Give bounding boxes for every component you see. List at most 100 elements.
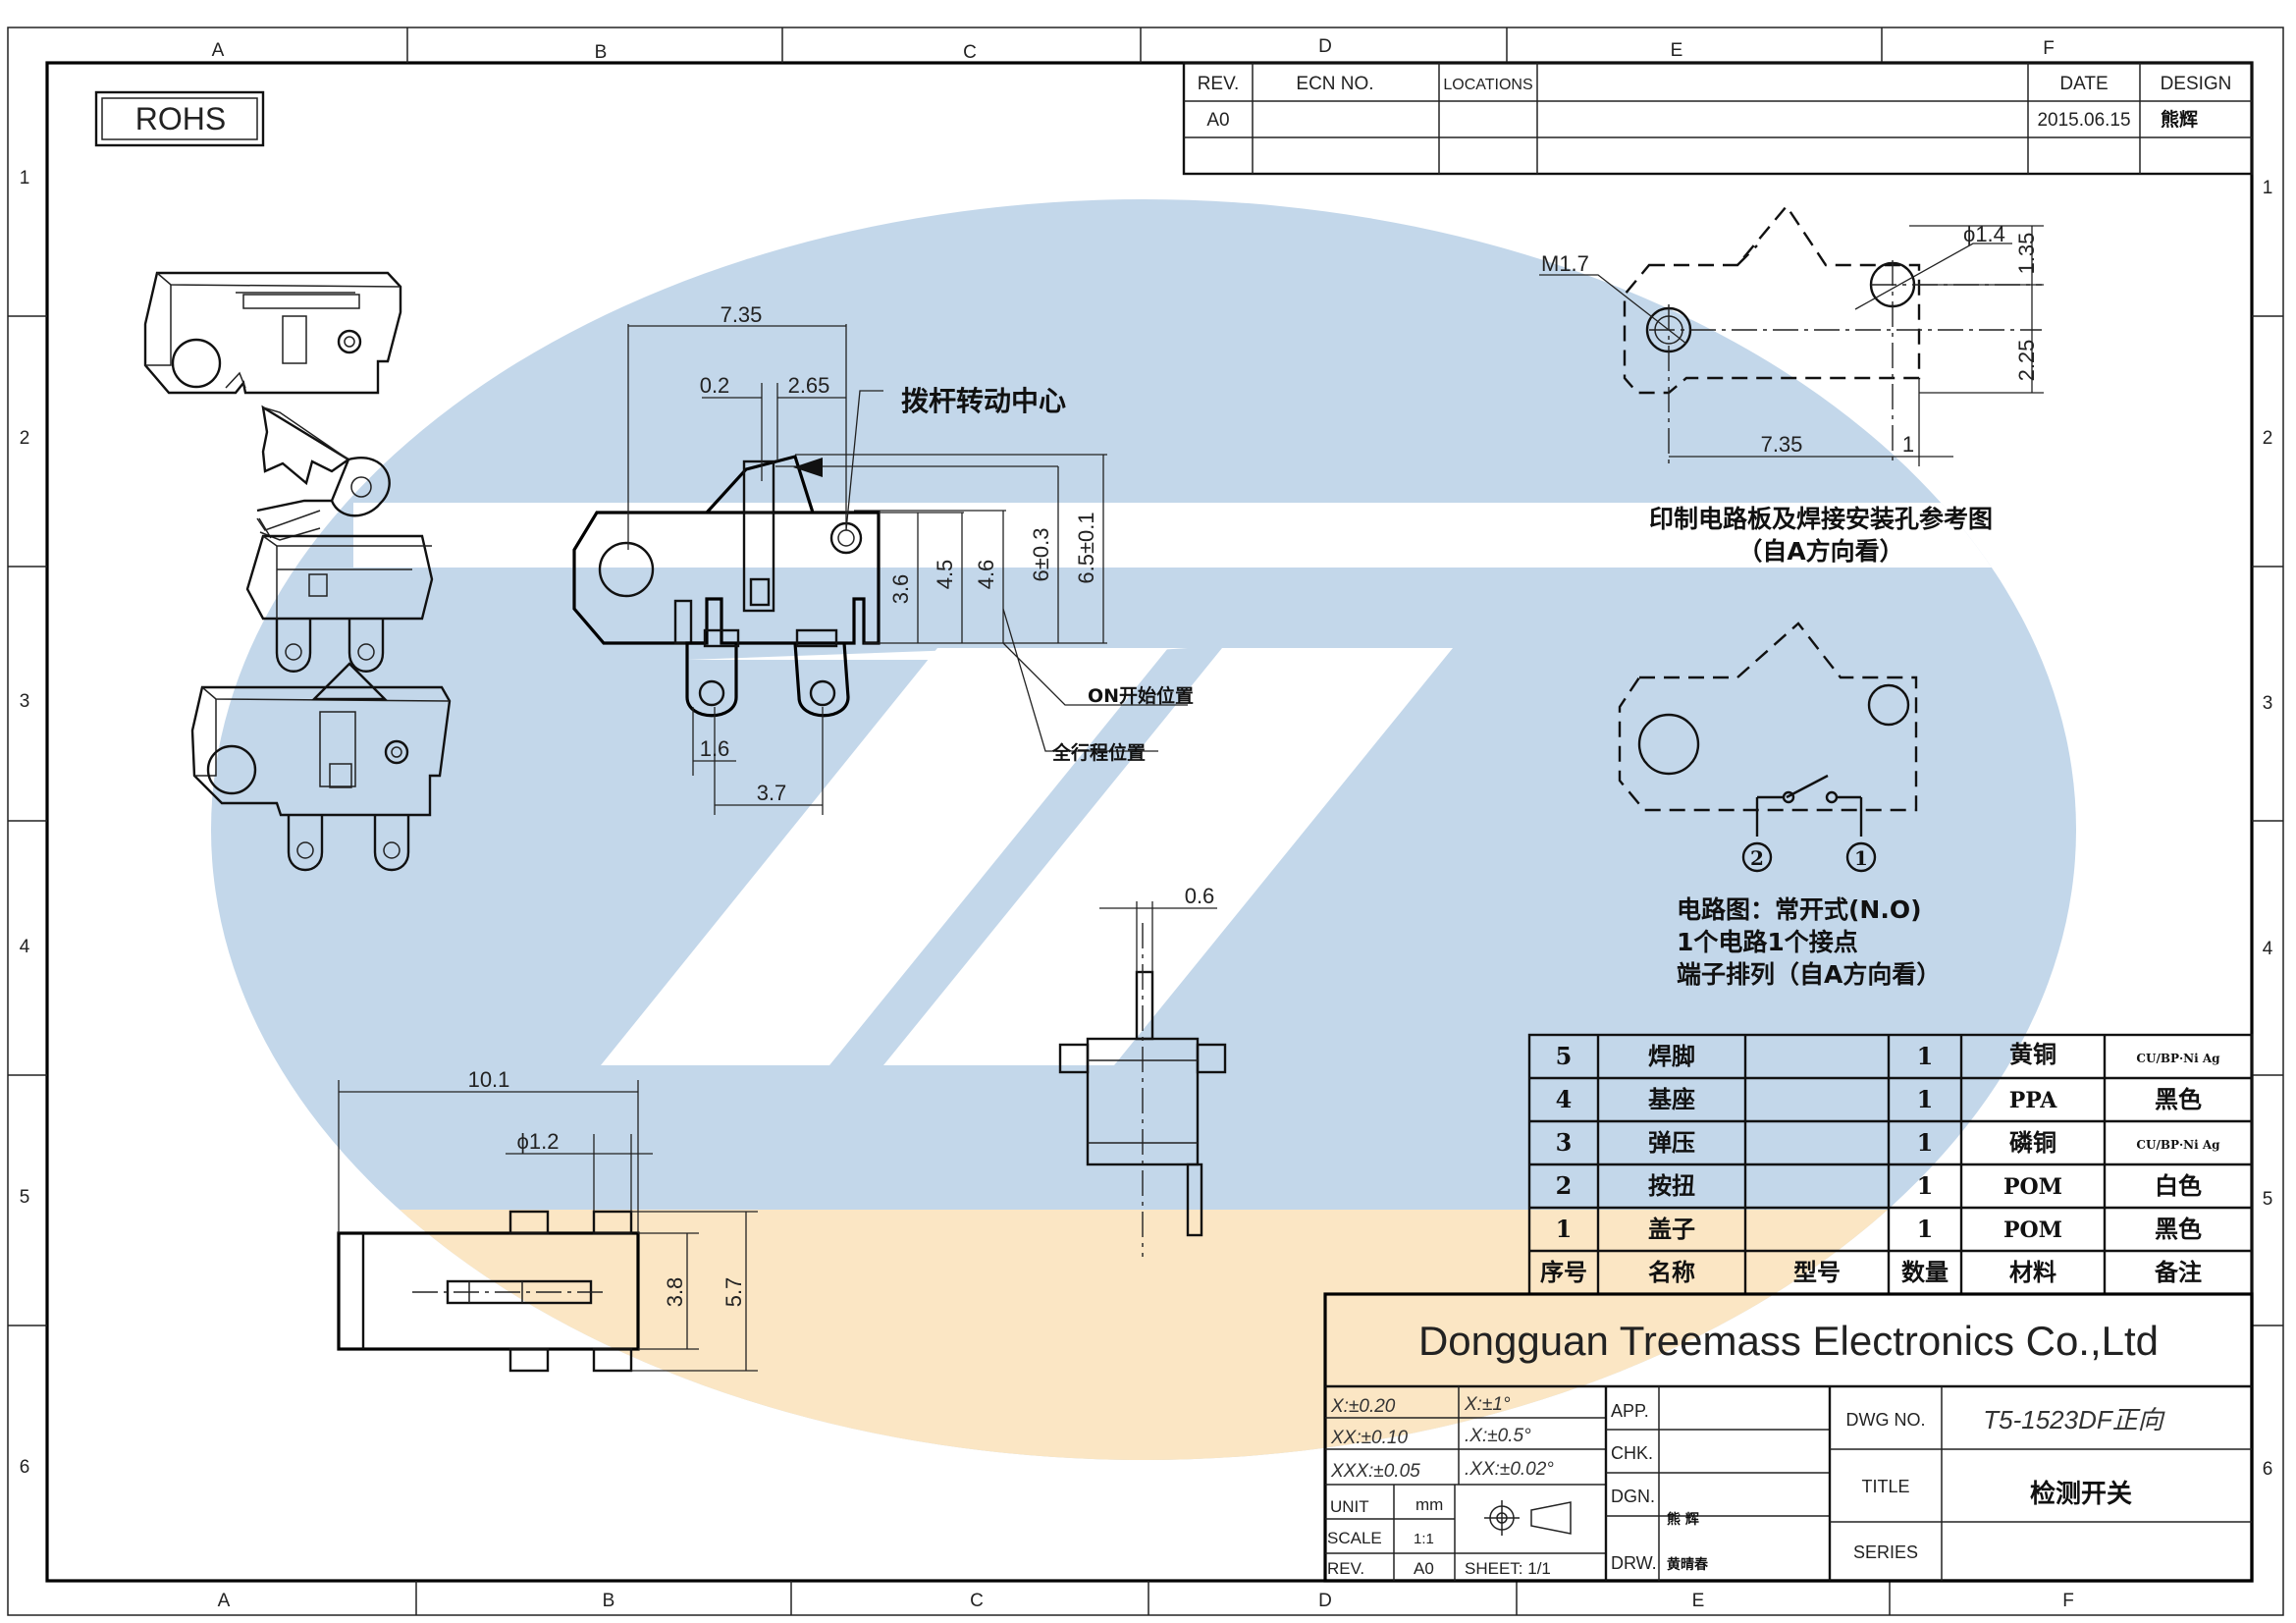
bom-row1-material: POM — [2003, 1217, 2062, 1243]
dwg-no-value: T5-1523DF正向 — [1983, 1405, 2164, 1434]
dim-6-tol: 6±0.3 — [1029, 528, 1053, 582]
bom-row2-material: POM — [2003, 1174, 2062, 1200]
bom-row3-qty: 1 — [1917, 1128, 1934, 1157]
bom-header-name: 名称 — [1648, 1259, 1695, 1286]
zone-labels: A B C D E F A B C D E F 1 2 3 4 5 6 1 2 … — [20, 36, 2273, 1611]
side-view: 0.6 — [1058, 884, 1227, 1257]
bom-header-model: 型号 — [1793, 1259, 1841, 1286]
circuit-caption-line1: 电路图：常开式(N.O) — [1677, 895, 1922, 924]
bom-row4-material: PPA — [2009, 1088, 2057, 1113]
dim-0-6: 0.6 — [1185, 884, 1215, 908]
bom-header-material: 材料 — [2009, 1259, 2056, 1286]
zone-col-top-f: F — [2043, 38, 2055, 59]
dwg-no-label: DWG NO. — [1846, 1410, 1926, 1430]
projection-symbol-icon — [1484, 1500, 1572, 1536]
pcb-caption-line1: 印制电路板及焊接安装孔参考图 — [1649, 505, 1993, 533]
dim-4-5: 4.5 — [933, 560, 957, 590]
dim-2-65: 2.65 — [788, 373, 830, 398]
rev-header-rev: REV. — [1198, 74, 1240, 94]
bom-row1-name: 盖子 — [1648, 1216, 1695, 1243]
rohs-stamp: ROHS — [94, 90, 265, 147]
bom-row3-no: 3 — [1556, 1128, 1573, 1157]
terminal-2-label: 2 — [1750, 846, 1764, 870]
drw-label: DRW. — [1611, 1553, 1657, 1573]
zone-row-right-6: 6 — [2263, 1459, 2273, 1480]
dim-4-6: 4.6 — [974, 560, 998, 590]
terminal-1-label: 1 — [1854, 846, 1868, 870]
circuit-view: 2 1 电路图：常开式(N.O) 1个电路1个接点 端子排列（自A方向看） — [1618, 622, 1941, 989]
dim-1-6: 1.6 — [700, 736, 730, 761]
dim-5-7: 5.7 — [721, 1277, 746, 1308]
bom-row2-name: 按扭 — [1648, 1172, 1695, 1200]
zone-row-left-6: 6 — [20, 1457, 30, 1478]
bom-row4-note: 黑色 — [2155, 1086, 2202, 1113]
zone-col-bottom-e: E — [1692, 1591, 1705, 1611]
zone-col-bottom-b: B — [603, 1591, 615, 1611]
pcb-caption-line2: （自A方向看） — [1737, 537, 1903, 566]
dim-width-7-35: 7.35 — [721, 302, 763, 327]
on-start-position-label: ON开始位置 — [1088, 684, 1194, 707]
scale-value: 1:1 — [1414, 1531, 1434, 1547]
front-view: 7.35 0.2 2.65 3.6 4.5 4.6 6±0.3 6.5±0.1 … — [572, 302, 1194, 815]
zone-row-left-1: 1 — [20, 168, 30, 189]
series-label: SERIES — [1853, 1542, 1918, 1562]
dim-pcb-7-35: 7.35 — [1761, 432, 1803, 457]
zone-col-top-a: A — [212, 40, 225, 61]
circuit-caption-line2: 1个电路1个接点 — [1677, 928, 1858, 956]
tol-angle-2: .X:±0.5° — [1465, 1426, 1531, 1446]
dim-phi-1-4: ϕ1.4 — [1963, 222, 2005, 246]
bom-row1-note: 黑色 — [2155, 1216, 2202, 1243]
bom-header-qty: 数量 — [1901, 1259, 1949, 1286]
zone-row-left-5: 5 — [20, 1187, 30, 1208]
rev-row-design: 熊辉 — [2161, 108, 2198, 131]
sheet-value: SHEET: 1/1 — [1465, 1559, 1551, 1578]
zone-col-top-c: C — [963, 42, 977, 63]
dgn-name: 熊 辉 — [1667, 1511, 1699, 1528]
bom-row2-note: 白色 — [2155, 1172, 2202, 1200]
bom-row4-qty: 1 — [1917, 1085, 1934, 1113]
title-label: TITLE — [1861, 1477, 1909, 1496]
unit-label: UNIT — [1330, 1497, 1369, 1516]
tol-linear-1: X:±0.20 — [1330, 1396, 1396, 1417]
dim-1-35: 1.35 — [2014, 233, 2039, 275]
bom-table: 5 焊脚 1 黄铜 CU/BP·Ni Ag 4 基座 1 PPA 黑色 3 弹压… — [1527, 1033, 2254, 1296]
zone-col-top-e: E — [1671, 40, 1683, 61]
bom-row4-name: 基座 — [1648, 1086, 1695, 1113]
tol-linear-2: XX:±0.10 — [1330, 1428, 1408, 1448]
zone-row-right-4: 4 — [2263, 939, 2273, 959]
bom-row3-material: 磷铜 — [2009, 1129, 2056, 1157]
title-block: Dongguan Treemass Electronics Co.,Ltd X:… — [1323, 1292, 2254, 1583]
app-label: APP. — [1611, 1401, 1649, 1421]
title-value: 检测开关 — [2030, 1479, 2132, 1509]
zone-row-left-3: 3 — [20, 691, 30, 712]
circuit-caption-line3: 端子排列（自A方向看） — [1677, 960, 1941, 989]
rohs-label: ROHS — [135, 101, 226, 136]
bottom-view: 10.1 ϕ1.2 3.8 5.7 — [337, 1067, 758, 1373]
pcb-hole-view: M1.7 ϕ1.4 1.35 2.25 7.35 1 印制电路板及焊接安装孔参考… — [1539, 203, 2044, 566]
rev-header-date: DATE — [2059, 74, 2108, 94]
scale-label: SCALE — [1327, 1529, 1382, 1547]
dim-pcb-1: 1 — [1902, 432, 1914, 457]
rev-header-design: DESIGN — [2161, 74, 2232, 94]
zone-col-bottom-d: D — [1318, 1591, 1332, 1611]
bom-row1-qty: 1 — [1917, 1215, 1934, 1243]
tol-angle-1: X:±1° — [1464, 1394, 1511, 1415]
bom-row1-no: 1 — [1556, 1215, 1573, 1243]
dim-6-5-tol: 6.5±0.1 — [1074, 512, 1098, 583]
dim-10-1: 10.1 — [468, 1067, 510, 1092]
chk-label: CHK. — [1611, 1443, 1653, 1463]
sheet-frame — [7, 27, 2284, 1616]
rev-row-rev: A0 — [1206, 110, 1229, 131]
bom-row5-material: 黄铜 — [2009, 1041, 2056, 1068]
rev-header-ecn: ECN NO. — [1296, 74, 1373, 94]
tol-angle-3: .XX:±0.02° — [1465, 1459, 1554, 1480]
dim-3-8: 3.8 — [663, 1277, 687, 1308]
bom-row5-qty: 1 — [1917, 1042, 1934, 1070]
revision-table: REV. ECN NO. LOCATIONS DATE DESIGN A0 20… — [1182, 61, 2254, 176]
bom-row4-no: 4 — [1556, 1085, 1573, 1113]
unit-value: mm — [1415, 1495, 1443, 1514]
zone-row-left-2: 2 — [20, 428, 30, 449]
rev-row-date: 2015.06.15 — [2037, 110, 2130, 131]
rev-label: REV. — [1327, 1559, 1364, 1578]
